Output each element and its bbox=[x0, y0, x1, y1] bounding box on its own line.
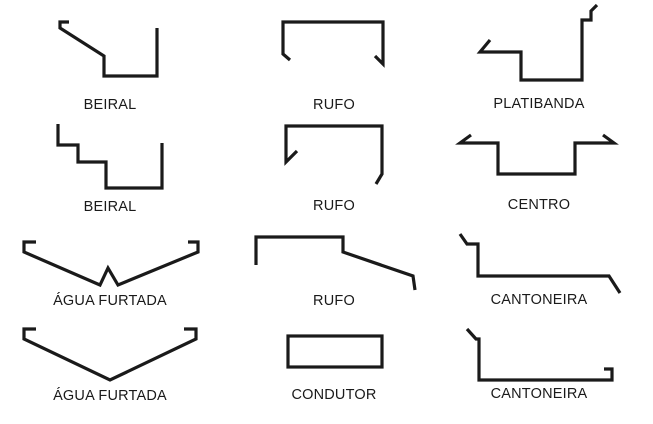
platibanda-profile bbox=[476, 3, 599, 82]
beiral-2-profile bbox=[56, 124, 164, 190]
label-condutor: CONDUTOR bbox=[291, 387, 377, 403]
centro-profile bbox=[455, 133, 619, 176]
label-centro: CENTRO bbox=[507, 197, 571, 213]
label-platibanda: PLATIBANDA bbox=[493, 96, 585, 112]
rufo-3-profile bbox=[254, 235, 417, 291]
cantoneira-2-profile bbox=[465, 327, 614, 382]
cantoneira-1-profile bbox=[458, 233, 622, 294]
label-cantoneira-2: CANTONEIRA bbox=[490, 386, 588, 402]
label-rufo-2: RUFO bbox=[313, 198, 355, 214]
label-cantoneira-1: CANTONEIRA bbox=[490, 292, 588, 308]
rufo-1-profile bbox=[281, 20, 385, 68]
condutor-profile bbox=[286, 334, 384, 369]
label-rufo-1: RUFO bbox=[313, 97, 355, 113]
label-beiral-1: BEIRAL bbox=[83, 97, 137, 113]
beiral-1-profile bbox=[58, 20, 159, 78]
agua-furtada-2-profile bbox=[22, 327, 198, 382]
label-beiral-2: BEIRAL bbox=[83, 199, 137, 215]
label-agua-furtada-1: ÁGUA FURTADA bbox=[53, 293, 167, 309]
rufo-2-profile bbox=[284, 124, 384, 185]
label-agua-furtada-2: ÁGUA FURTADA bbox=[53, 388, 167, 404]
label-rufo-3: RUFO bbox=[313, 293, 355, 309]
agua-furtada-1-profile bbox=[22, 240, 200, 288]
